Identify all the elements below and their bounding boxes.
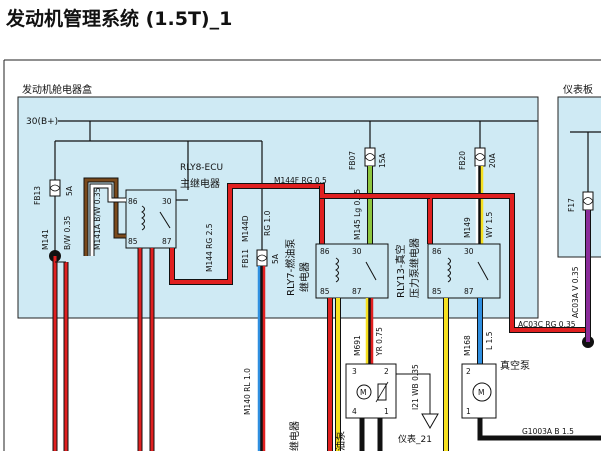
wire-rg10-label: RG 1.0	[263, 210, 272, 236]
rly7-name: RLY7-燃油泵	[284, 239, 297, 296]
wire-ac03c-color	[428, 194, 588, 332]
wire-i21-label: I21 WB 0.35	[411, 364, 420, 410]
wire-m144d-label: M144D	[241, 215, 250, 242]
wire-ac03a-label: AC03A V 0.35	[571, 266, 580, 318]
fb20-label: FB20	[458, 151, 467, 170]
wire-m149-label: M149	[463, 217, 472, 238]
rly7-coil	[335, 257, 339, 283]
rly8-switch	[159, 211, 171, 229]
fb20-element	[474, 153, 486, 161]
fb07-fuse	[364, 147, 376, 167]
fb07-element	[364, 153, 376, 161]
rly13-switch	[477, 261, 489, 281]
relay-cut-label: 继电器	[288, 421, 301, 451]
rly13-pin30: 30	[464, 247, 474, 256]
fb11-label: FB11	[241, 249, 250, 268]
wire-g1003a-label: G1003A B 1.5	[522, 427, 574, 436]
f17-fuse	[582, 191, 594, 211]
dash-fusebox-frame	[557, 96, 601, 258]
dash-fusebox-label: 仪表板	[563, 83, 593, 96]
fp-pin4: 4	[352, 407, 357, 416]
wire-g1003a	[477, 418, 601, 441]
f17-element	[582, 197, 594, 205]
fb07-label: FB07	[348, 151, 357, 170]
wire-i21	[396, 373, 431, 414]
engine-fusebox-label: 发动机舱电器盒	[22, 83, 92, 96]
rly7-desc: 继电器	[298, 262, 311, 292]
wire-m141a-b-color	[90, 184, 126, 256]
fp-pin2: 2	[384, 367, 389, 376]
rly8-pin30: 30	[162, 197, 172, 206]
vp-pin1: 1	[466, 407, 471, 416]
wire-bw035: B/W 0.35	[63, 216, 72, 250]
fb11-element	[256, 254, 268, 262]
fuel-pump-motor-icon	[356, 384, 372, 400]
wire-m144f-color	[320, 186, 430, 198]
rly13-coil	[447, 257, 451, 283]
rly8-pin87: 87	[162, 237, 172, 246]
rly13-pin86: 86	[432, 247, 442, 256]
wire-m691-label: M691	[353, 335, 362, 356]
fb13-fuse	[49, 179, 61, 197]
fp-pin3: 3	[352, 367, 357, 376]
outer-frame	[3, 59, 601, 451]
wire-m144-label: M144 RG 2.5	[205, 223, 214, 272]
rly7-pin85: 85	[320, 287, 330, 296]
rly7-pin86: 86	[320, 247, 330, 256]
fb07-rating: 15A	[378, 152, 387, 168]
rly13-name: RLY13-真空	[394, 244, 407, 298]
rly13-pin87: 87	[464, 287, 474, 296]
wire-m145-label: M145 Lg 0.75	[353, 189, 362, 240]
wire-m144f-label: M144F RG 0.5	[274, 176, 327, 185]
rly7-pin87: 87	[352, 287, 362, 296]
rly8-name: RLY8-ECU	[180, 163, 223, 173]
rly7-body	[315, 243, 389, 299]
wire-wy15-label: WY 1.5	[485, 211, 494, 238]
vp-pin2: 2	[466, 367, 471, 376]
wire-m168-label: M168	[463, 335, 472, 356]
rly8-body	[125, 189, 177, 249]
fb11-rating: 5A	[271, 253, 280, 264]
fb13-label: FB13	[33, 186, 42, 205]
fb11-fuse	[256, 249, 268, 267]
power-label: 30(B+)	[26, 117, 58, 127]
rly7-switch	[365, 261, 377, 281]
rly13-body	[427, 243, 501, 299]
wire-m140-label: M140 RL 1.0	[243, 368, 252, 415]
rly8-desc: 主继电器	[180, 177, 220, 190]
rly8-pin85: 85	[128, 237, 138, 246]
wire-m141a-label: M141A B/W 0.35	[93, 187, 102, 250]
dash-connector-arrow-icon	[421, 413, 439, 430]
wire-yr075-label: YR 0.75	[375, 327, 384, 357]
vacuum-pump-motor-icon	[472, 382, 492, 402]
wire-l15-label: L 1.5	[485, 331, 494, 350]
rly8-pin86: 86	[128, 197, 138, 206]
fb20-fuse	[474, 147, 486, 167]
rly7-pin30: 30	[352, 247, 362, 256]
fp-pin1: 1	[384, 407, 389, 416]
fuel-pump-label: 油泵	[334, 431, 347, 451]
f17-label: F17	[567, 198, 576, 212]
rly13-pin85: 85	[432, 287, 442, 296]
fb13-element	[49, 184, 61, 192]
wire-m141-label: M141	[41, 229, 50, 250]
wire-m141a-color	[84, 178, 126, 256]
fb13-rating: 5A	[65, 185, 74, 196]
rly13-desc: 压力泵继电器	[408, 238, 421, 298]
vp-motor-letter: M	[478, 388, 484, 397]
fuel-level-sensor-arrow	[375, 381, 389, 403]
fb20-rating: 20A	[488, 152, 497, 168]
wire-ac03c-label: AC03C RG 0.35	[518, 320, 576, 329]
vacuum-pump-label: 真空泵	[500, 359, 530, 372]
rly8-coil	[141, 205, 145, 231]
fp-motor-letter: M	[360, 388, 366, 397]
dash-ref-label: 仪表_21	[398, 433, 432, 445]
page-title: 发动机管理系统 (1.5T)_1	[6, 8, 233, 30]
